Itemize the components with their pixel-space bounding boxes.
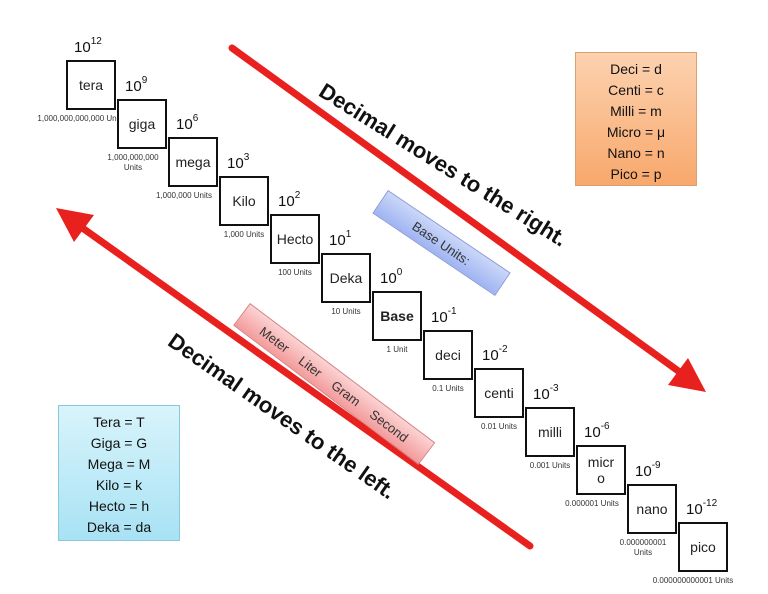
prefix-box-centi: centi — [474, 368, 524, 418]
abbr-centi: Centi = c — [608, 82, 664, 98]
prefix-units-hecto: 100 Units — [278, 268, 312, 277]
prefix-units-milli: 0.001 Units — [529, 461, 571, 470]
prefix-units-base: 1 Unit — [386, 345, 408, 354]
abbr-hecto: Hecto = h — [88, 498, 150, 514]
prefix-box-pico: pico — [678, 522, 728, 572]
power-exponent: -1 — [447, 306, 457, 317]
prefix-power-pico: 10-12 — [686, 498, 718, 518]
power-exponent: -2 — [498, 344, 508, 355]
prefix-power-mega: 106 — [176, 113, 199, 133]
power-exponent: 6 — [192, 113, 199, 124]
prefix-box-milli: milli — [525, 407, 575, 457]
power-base: 10 — [329, 232, 346, 249]
prefix-box-tera: tera — [66, 60, 116, 110]
power-base: 10 — [533, 386, 550, 403]
prefix-name: nano — [636, 501, 668, 517]
power-base: 10 — [686, 501, 703, 518]
power-base: 10 — [635, 463, 652, 480]
power-base: 10 — [176, 116, 193, 133]
prefix-name: mega — [175, 154, 211, 170]
power-base: 10 — [380, 270, 397, 287]
prefix-name: Kilo — [232, 193, 256, 209]
prefix-name: centi — [484, 385, 514, 401]
power-exponent: 9 — [141, 75, 148, 86]
prefix-units-centi: 0.01 Units — [480, 422, 518, 431]
prefix-power-deka: 101 — [329, 229, 352, 249]
power-base: 10 — [431, 309, 448, 326]
abbr-mega: Mega = M — [87, 456, 151, 472]
power-base: 10 — [125, 78, 142, 95]
power-exponent: 2 — [294, 190, 301, 201]
large-prefix-abbreviations: Tera = T Giga = G Mega = M Kilo = k Hect… — [58, 405, 180, 541]
prefix-power-hecto: 102 — [278, 190, 301, 210]
abbr-milli: Milli = m — [610, 103, 662, 119]
prefix-box-hecto: Hecto — [270, 214, 320, 264]
prefix-units-deka: 10 Units — [331, 307, 361, 316]
prefix-box-kilo: Kilo — [219, 176, 269, 226]
prefix-box-giga: giga — [117, 99, 167, 149]
power-exponent: 0 — [396, 267, 403, 278]
abbr-deka: Deka = da — [86, 519, 152, 535]
prefix-box-micro: micr o — [576, 445, 626, 495]
prefix-units-deci: 0.1 Units — [432, 384, 464, 393]
power-exponent: -3 — [549, 383, 559, 394]
prefix-power-milli: 10-3 — [533, 383, 559, 403]
power-base: 10 — [227, 155, 244, 172]
prefix-box-deka: Deka — [321, 253, 371, 303]
power-base: 10 — [482, 347, 499, 364]
prefix-units-tera: 1,000,000,000,000 Units — [37, 114, 125, 123]
prefix-name: giga — [128, 116, 156, 132]
power-exponent: -6 — [600, 421, 610, 432]
prefix-power-tera: 1012 — [74, 36, 102, 56]
power-base: 10 — [584, 424, 601, 441]
small-prefix-abbreviations: Deci = d Centi = c Milli = m Micro = μ N… — [575, 52, 697, 186]
power-exponent: -9 — [651, 460, 661, 471]
prefix-name: Hecto — [276, 231, 314, 247]
prefix-units-nano: 0.000000001 Units — [619, 538, 667, 557]
abbr-tera: Tera = T — [93, 414, 145, 430]
prefix-name: deci — [435, 347, 461, 363]
prefix-units-micro: 0.000001 Units — [565, 499, 619, 508]
power-exponent: 12 — [90, 36, 102, 47]
abbr-deci: Deci = d — [610, 61, 662, 77]
power-exponent: -12 — [702, 498, 718, 509]
left-arrow-head — [56, 208, 94, 242]
prefix-power-nano: 10-9 — [635, 460, 661, 480]
prefix-box-nano: nano — [627, 484, 677, 534]
prefix-power-kilo: 103 — [227, 152, 250, 172]
power-exponent: 3 — [243, 152, 250, 163]
power-base: 10 — [74, 39, 91, 56]
prefix-units-kilo: 1,000 Units — [223, 230, 265, 239]
right-arrow-shaft — [228, 44, 692, 382]
prefix-power-centi: 10-2 — [482, 344, 508, 364]
prefix-name: milli — [537, 424, 563, 440]
prefix-name: Deka — [329, 270, 363, 286]
abbr-nano: Nano = n — [607, 145, 665, 161]
prefix-power-micro: 10-6 — [584, 421, 610, 441]
left-arrow-shaft — [70, 218, 534, 550]
prefix-box-mega: mega — [168, 137, 218, 187]
prefix-units-mega: 1,000,000 Units — [155, 191, 213, 200]
prefix-power-giga: 109 — [125, 75, 148, 95]
abbr-pico: Pico = p — [610, 166, 662, 182]
abbr-micro: Micro = μ — [606, 124, 666, 140]
power-base: 10 — [278, 193, 295, 210]
prefix-units-pico: 0.000000000001 Units — [652, 576, 734, 585]
prefix-box-base: Base — [372, 291, 422, 341]
power-exponent: 1 — [345, 229, 352, 240]
right-arrow-head — [668, 358, 706, 392]
prefix-name: micr o — [587, 454, 615, 486]
abbr-giga: Giga = G — [90, 435, 148, 451]
abbr-kilo: Kilo = k — [95, 477, 143, 493]
prefix-power-base: 100 — [380, 267, 403, 287]
prefix-name: pico — [690, 539, 716, 555]
prefix-name: tera — [78, 77, 104, 93]
prefix-units-giga: 1,000,000,000 Units — [107, 153, 159, 172]
prefix-name: Base — [380, 308, 414, 324]
prefix-box-deci: deci — [423, 330, 473, 380]
prefix-power-deci: 10-1 — [431, 306, 457, 326]
